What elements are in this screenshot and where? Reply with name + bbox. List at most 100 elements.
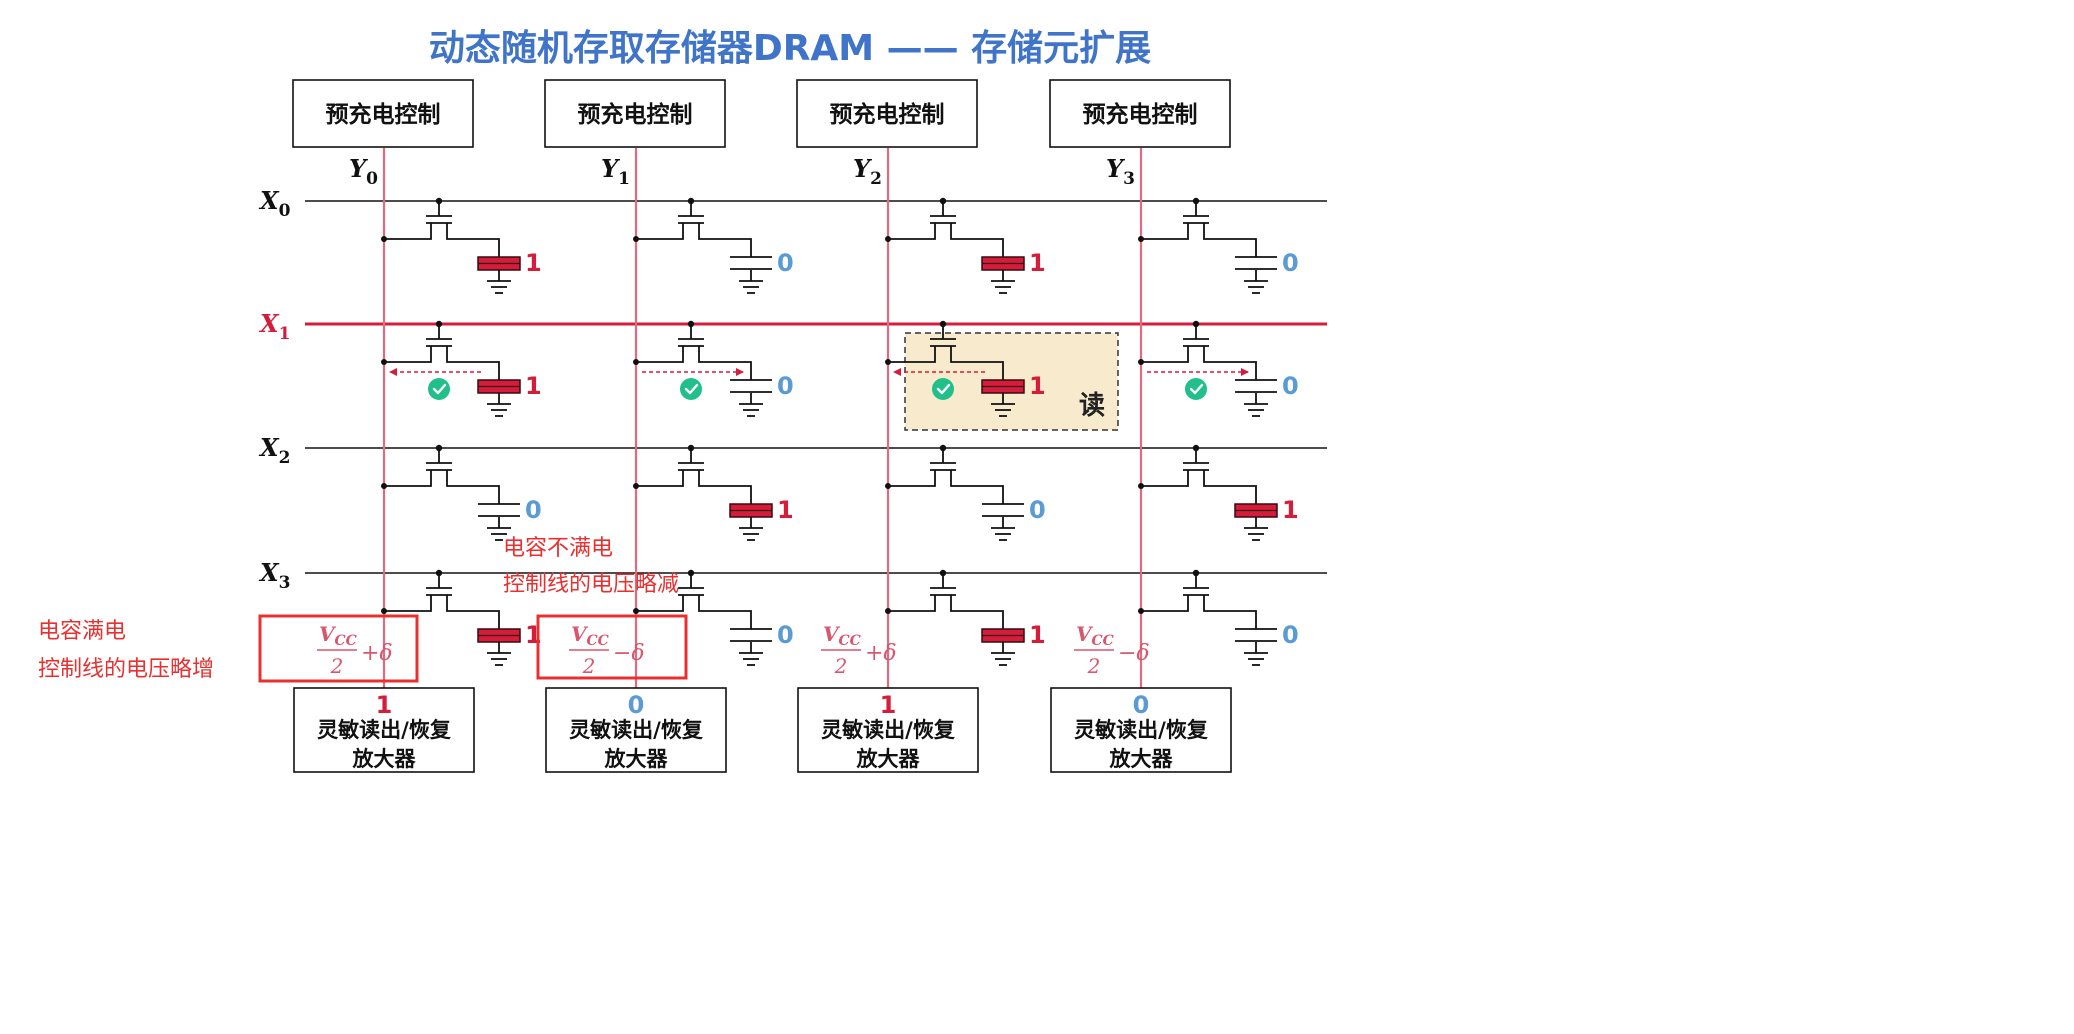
- memory-cell: 1: [885, 320, 1046, 417]
- memory-cell: 1: [381, 320, 542, 417]
- drain-wire: [636, 223, 684, 240]
- sense-amplifier-label-line2: 放大器: [1109, 747, 1174, 771]
- bitline-junction-dot: [1138, 608, 1144, 614]
- memory-cell: 0: [1138, 320, 1299, 417]
- drain-wire: [888, 470, 936, 487]
- memory-cell: 1: [381, 197, 542, 294]
- row-label-x3: X3: [258, 558, 290, 593]
- check-circle-bg: [428, 378, 450, 400]
- check-circle-icon: [680, 378, 702, 400]
- check-circle-bg: [932, 378, 954, 400]
- sense-amplifier-label-line1: 灵敏读出/恢复: [569, 718, 704, 742]
- bitline-junction-dot: [633, 483, 639, 489]
- cell-bit-value: 1: [1282, 496, 1299, 524]
- bitline-voltage-expression: VCC 2 +δ: [821, 622, 897, 678]
- source-wire: [446, 470, 500, 504]
- memory-cell: 0: [633, 320, 794, 417]
- memory-cell: 1: [633, 444, 794, 541]
- memory-cell: 0: [633, 197, 794, 294]
- source-wire: [698, 346, 752, 380]
- sense-amplifier-label-line2: 放大器: [352, 747, 417, 771]
- voltage-denominator: 2: [1087, 654, 1101, 678]
- check-mark: [1189, 383, 1204, 395]
- bitline-junction-dot: [633, 236, 639, 242]
- cell-bit-value: 0: [1282, 372, 1299, 400]
- source-wire: [698, 595, 752, 629]
- row-label-x2: X2: [258, 433, 290, 468]
- check-circle-bg: [680, 378, 702, 400]
- column-output-value: 1: [376, 691, 393, 719]
- annotation-full-line2: 控制线的电压略增: [38, 657, 214, 682]
- memory-cell: 1: [885, 197, 1046, 294]
- check-circle-bg: [1185, 378, 1207, 400]
- source-wire: [698, 470, 752, 504]
- drain-wire: [384, 595, 432, 612]
- drain-wire: [384, 470, 432, 487]
- bitline-junction-dot: [885, 608, 891, 614]
- source-wire: [446, 223, 500, 257]
- highlight-box-not-full: [536, 614, 688, 680]
- annotation-not-full-line2: 控制线的电压略减: [503, 572, 679, 597]
- bitline-junction-dot: [381, 608, 387, 614]
- source-wire: [950, 595, 1004, 629]
- row-label-x0: X0: [258, 186, 291, 221]
- bitline-junction-dot: [381, 483, 387, 489]
- cell-bit-value: 1: [1029, 621, 1046, 649]
- sense-amplifier-label-line1: 灵敏读出/恢复: [1074, 718, 1209, 742]
- memory-cell: 0: [1138, 197, 1299, 294]
- precharge-control-label: 预充电控制: [1083, 101, 1198, 128]
- voltage-denominator: 2: [330, 654, 344, 678]
- cell-bit-value: 0: [777, 621, 794, 649]
- column-output-value: 0: [628, 691, 645, 719]
- drain-wire: [888, 223, 936, 240]
- memory-cell: 0: [1138, 569, 1299, 666]
- drain-wire: [888, 346, 936, 363]
- voltage-numerator: VCC: [823, 622, 861, 649]
- memory-cell: 1: [885, 569, 1046, 666]
- cell-bit-value: 1: [1029, 372, 1046, 400]
- precharge-control-label: 预充电控制: [326, 101, 441, 128]
- drain-wire: [636, 470, 684, 487]
- column-output-value: 0: [1133, 691, 1150, 719]
- sense-amplifier-label-line2: 放大器: [604, 747, 669, 771]
- cell-bit-value: 0: [1282, 249, 1299, 277]
- source-wire: [698, 223, 752, 257]
- column-label-y2: Y2: [853, 154, 882, 189]
- check-mark: [432, 383, 447, 395]
- voltage-denominator: 2: [834, 654, 848, 678]
- drain-wire: [1141, 470, 1189, 487]
- voltage-delta-term: +δ: [865, 641, 897, 666]
- bitline-junction-dot: [1138, 483, 1144, 489]
- check-circle-icon: [428, 378, 450, 400]
- memory-cell: 0: [633, 569, 794, 666]
- control-boxes: 预充电控制灵敏读出/恢复放大器1VCC2+δ预充电控制灵敏读出/恢复放大器0VC…: [292, 79, 1232, 773]
- source-wire: [446, 595, 500, 629]
- check-circle-icon: [1185, 378, 1207, 400]
- sense-amplifier-label-line1: 灵敏读出/恢复: [317, 718, 452, 742]
- drain-wire: [636, 595, 684, 612]
- check-mark: [684, 383, 699, 395]
- row-label-x1: X1: [258, 309, 290, 344]
- sense-amplifier-box: [797, 687, 979, 773]
- source-wire: [950, 346, 1004, 380]
- memory-cell: 0: [885, 444, 1046, 541]
- voltage-delta-term: −δ: [613, 641, 645, 666]
- cell-bit-value: 0: [1029, 496, 1046, 524]
- bitline-junction-dot: [885, 359, 891, 365]
- source-wire: [950, 223, 1004, 257]
- precharge-control-box: [1049, 79, 1231, 148]
- cell-bit-value: 1: [525, 249, 542, 277]
- page-title: 动态随机存取存储器DRAM —— 存储元扩展: [429, 28, 1151, 69]
- precharge-control-box: [544, 79, 726, 148]
- drain-wire: [888, 595, 936, 612]
- voltage-denominator: 2: [582, 654, 596, 678]
- precharge-control-box: [796, 79, 978, 148]
- sense-amplifier-label-line2: 放大器: [856, 747, 921, 771]
- annotation-full-line1: 电容满电: [38, 619, 126, 644]
- drain-wire: [1141, 346, 1189, 363]
- bitline-junction-dot: [1138, 236, 1144, 242]
